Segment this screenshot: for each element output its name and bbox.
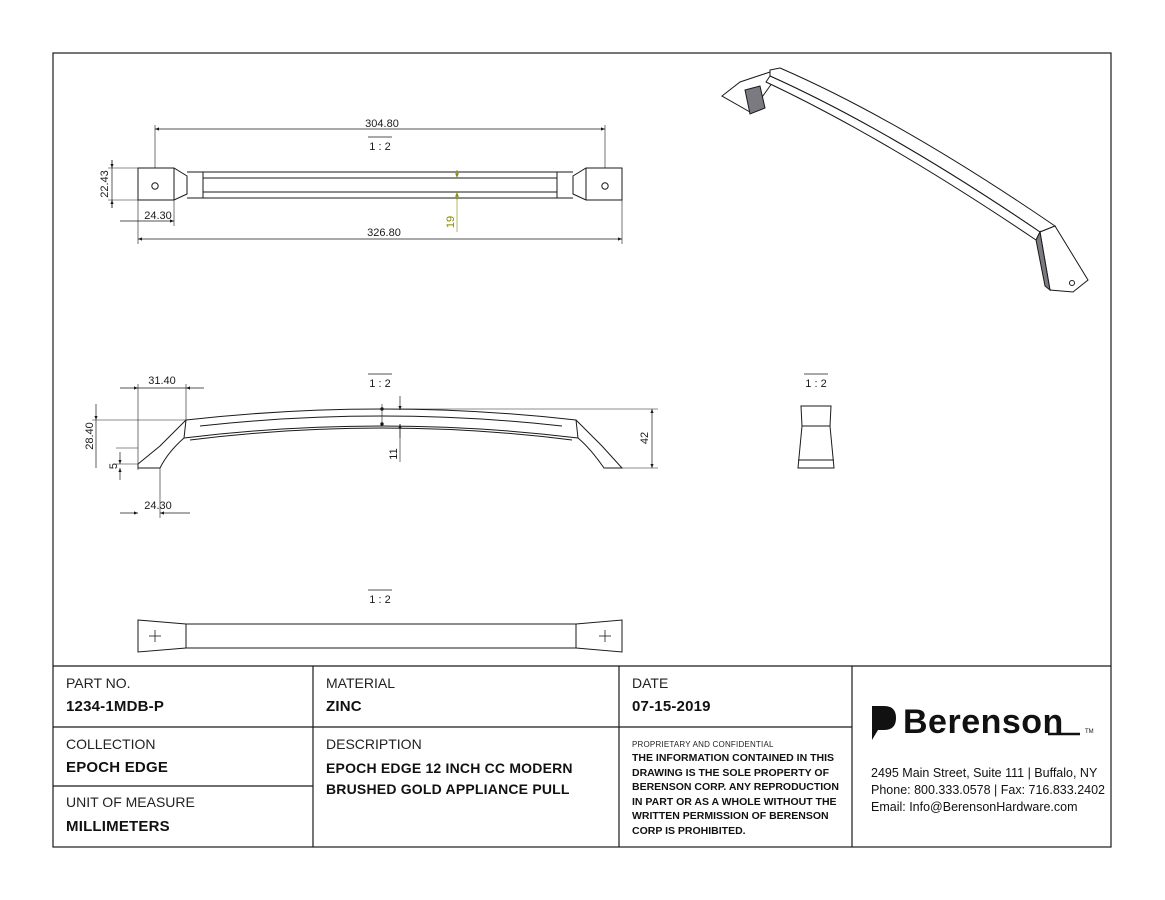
dim-end-height: 28.40 [84,422,96,450]
part-no-label: PART NO. [66,675,131,691]
collection-label: COLLECTION [66,736,156,752]
dim-bar-width: 19 [445,216,457,228]
title-block-grid [53,665,1111,847]
dim-overall-length: 326.80 [367,227,401,239]
sheet-border [52,52,1112,848]
company-name: Berenson [903,703,1064,741]
date-value: 07-15-2019 [632,698,711,715]
part-no-value: 1234-1MDB-P [66,698,165,715]
scale-label-top: 1 : 2 [369,141,390,153]
dim-total-height: 42 [639,432,651,444]
end-view [797,373,835,469]
bottom-view [137,589,623,653]
dim-bar-thickness: 11 [388,448,400,459]
company-phone-fax: Phone: 800.333.0578 | Fax: 716.833.2402 [871,783,1105,797]
description-line-1: EPOCH EDGE 12 INCH CC MODERN [326,760,573,776]
berenson-logo-icon [872,706,896,740]
material-value: ZINC [326,698,362,715]
dim-overall-cc: 304.80 [365,118,399,130]
description-label: DESCRIPTION [326,736,422,752]
material-label: MATERIAL [326,675,395,691]
proprietary-heading: PROPRIETARY AND CONFIDENTIAL [632,740,774,749]
scale-label-side: 1 : 2 [369,378,390,390]
dim-foot-height: 5 [108,463,120,469]
date-label: DATE [632,675,669,691]
dim-foot-length: 24.30 [144,500,172,512]
uom-value: MILLIMETERS [66,818,170,835]
top-view [108,125,623,244]
proprietary-text: THE INFORMATION CONTAINED IN THIS DRAWIN… [632,752,839,837]
trademark-mark: TM [1085,729,1094,735]
isometric-view [721,67,1089,293]
scale-label-end: 1 : 2 [805,378,826,390]
dim-end-offset: 31.40 [148,375,176,387]
collection-value: EPOCH EDGE [66,759,169,776]
uom-label: UNIT OF MEASURE [66,794,195,810]
scale-label-bottom: 1 : 2 [369,594,390,606]
description-line-2: BRUSHED GOLD APPLIANCE PULL [326,781,570,797]
company-email: Email: Info@BerensonHardware.com [871,800,1078,814]
side-view [92,373,658,518]
company-address: 2495 Main Street, Suite 111 | Buffalo, N… [871,766,1098,780]
dim-end-length-top: 24.30 [144,210,172,222]
dim-end-width: 22.43 [99,170,111,198]
